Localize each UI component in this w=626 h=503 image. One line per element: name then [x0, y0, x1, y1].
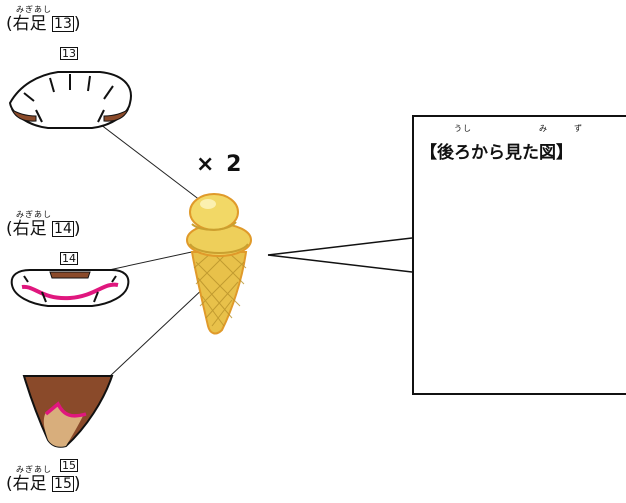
part-13-shape	[8, 71, 132, 129]
part-15-number-tag: 15	[60, 456, 78, 475]
quantity-multiplier: × 2	[196, 152, 244, 177]
part-13-label-number: 13	[52, 16, 74, 32]
ruby-zu: ず	[574, 124, 583, 133]
zoom-callout-line-top	[267, 237, 413, 256]
part-14-label: (右足 14)	[6, 220, 81, 238]
zoom-callout-line-bottom	[267, 254, 413, 273]
ruby-ushi: うし	[454, 124, 472, 133]
part-14-label-open: (右足	[6, 219, 47, 239]
back-view-title: 【後ろから見た図】	[420, 143, 573, 163]
assembled-ice-cream	[186, 193, 252, 335]
part-14-label-number: 14	[52, 221, 74, 237]
part-13-ruby: みぎあし	[16, 5, 52, 14]
part-15-shape	[22, 375, 114, 448]
part-13-number: 13	[60, 47, 78, 60]
back-view-panel	[412, 115, 626, 395]
part-13-label-open: (右足	[6, 14, 47, 34]
part-13-label-close: )	[73, 14, 81, 34]
leader-line-14	[94, 247, 211, 274]
part-15-label-number: 15	[52, 476, 74, 492]
part-15-ruby: みぎあし	[16, 465, 52, 474]
part-14-shape	[10, 269, 130, 307]
leader-line-15	[107, 284, 208, 379]
part-15-label-open: (右足	[6, 474, 47, 494]
part-15-number: 15	[60, 459, 78, 472]
part-14-label-close: )	[73, 219, 81, 239]
part-15-label-close: )	[73, 474, 81, 494]
ruby-mi: み	[539, 124, 548, 133]
part-13-number-tag: 13	[60, 44, 78, 63]
part-14-number: 14	[60, 252, 78, 265]
part-15-label: (右足 15)	[6, 475, 81, 493]
part-14-ruby: みぎあし	[16, 210, 52, 219]
leader-line-13	[91, 117, 214, 211]
part-14-number-tag: 14	[60, 249, 78, 268]
part-13-label: (右足 13)	[6, 15, 81, 33]
